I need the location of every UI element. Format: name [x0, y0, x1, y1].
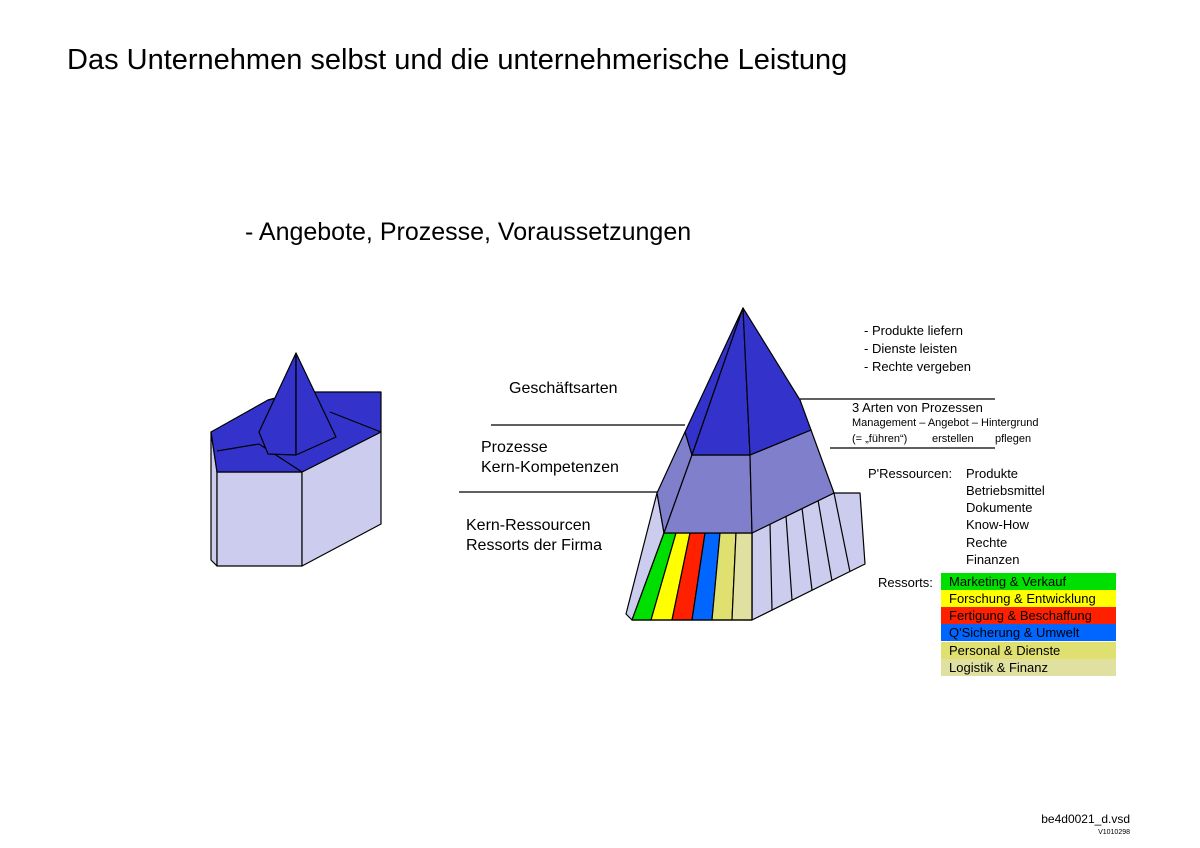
page-title: Das Unternehmen selbst und die unternehm… — [67, 44, 848, 76]
ressort-fertigung: Fertigung & Beschaffung — [941, 607, 1116, 624]
list-item-produkte-liefern: - Produkte liefern — [864, 323, 963, 338]
ressort-marketing: Marketing & Verkauf — [941, 573, 1116, 590]
label-kern-ressourcen: Kern-Ressourcen — [466, 517, 591, 534]
prozesse-line1: Management – Angebot – Hintergrund — [852, 417, 1039, 429]
prozesse-col2: erstellen — [932, 433, 974, 445]
pressourcen-item: Rechte — [966, 535, 1008, 550]
footer-version: V1010298 — [1098, 829, 1130, 836]
leader-lines — [459, 398, 995, 493]
prozesse-col1: (= „führen“) — [852, 433, 908, 445]
pressourcen-item: Know-How — [966, 517, 1029, 532]
page-subtitle: - Angebote, Prozesse, Voraussetzungen — [245, 218, 692, 246]
large-pyramid-model — [625, 307, 866, 621]
prozesse-heading: 3 Arten von Prozessen — [852, 400, 983, 415]
pressourcen-item: Finanzen — [966, 552, 1020, 567]
label-ressorts-firma: Ressorts der Firma — [466, 537, 603, 554]
prozesse-col3: pflegen — [995, 433, 1032, 445]
label-prozesse: Prozesse — [481, 439, 548, 456]
top-tier-right — [742, 307, 812, 456]
pressourcen-item: Dokumente — [966, 500, 1033, 515]
ressort-logistik: Logistik & Finanz — [941, 659, 1116, 676]
small-block-model — [210, 352, 382, 567]
footer-filename: be4d0021_d.vsd — [1041, 812, 1130, 826]
label-geschaeftsarten: Geschäftsarten — [509, 380, 618, 397]
small-block-front-face — [216, 471, 303, 567]
label-kern-kompetenzen: Kern-Kompetenzen — [481, 459, 619, 476]
ressort-forschung: Forschung & Entwicklung — [941, 590, 1116, 607]
pressourcen-label: P'Ressourcen: — [868, 466, 953, 481]
list-item-dienste-leisten: - Dienste leisten — [864, 341, 958, 356]
pressourcen-item: Betriebsmittel — [966, 483, 1045, 498]
ressort-personal: Personal & Dienste — [941, 642, 1116, 659]
top-tier-front — [691, 307, 751, 456]
ressort-qsicherung: Q'Sicherung & Umwelt — [941, 624, 1116, 641]
ressorts-label: Ressorts: — [878, 575, 933, 590]
list-item-rechte-vergeben: - Rechte vergeben — [864, 359, 971, 374]
stripe-logistik — [731, 532, 753, 621]
pressourcen-item: Produkte — [966, 466, 1019, 481]
